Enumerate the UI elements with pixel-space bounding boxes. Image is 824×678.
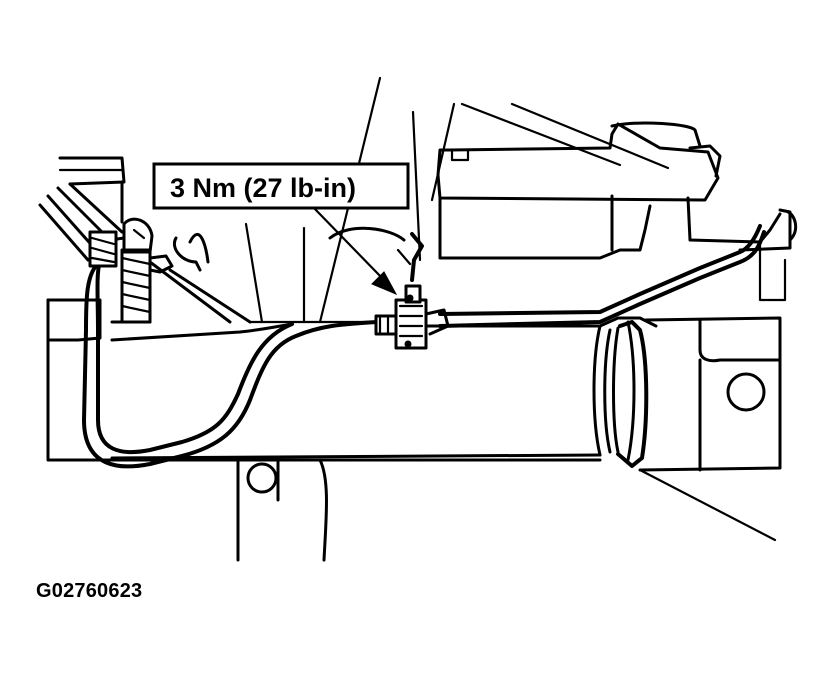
exhaust-pipe: [110, 316, 658, 468]
wire-clamp-fastener: [374, 232, 450, 350]
coil-bolt: [88, 217, 174, 324]
right-frame-rail: [638, 316, 782, 542]
torque-callout-leader: [310, 204, 398, 296]
figure-id: G02760623: [36, 580, 143, 602]
torque-callout: 3 Nm (27 lb-in): [152, 162, 410, 210]
upper-body-panel: [436, 121, 798, 302]
torque-callout-text: 3 Nm (27 lb-in): [170, 173, 356, 203]
exhaust-assembly-diagram: 3 Nm (27 lb-in): [38, 76, 798, 562]
sensor-wire: [82, 224, 766, 469]
